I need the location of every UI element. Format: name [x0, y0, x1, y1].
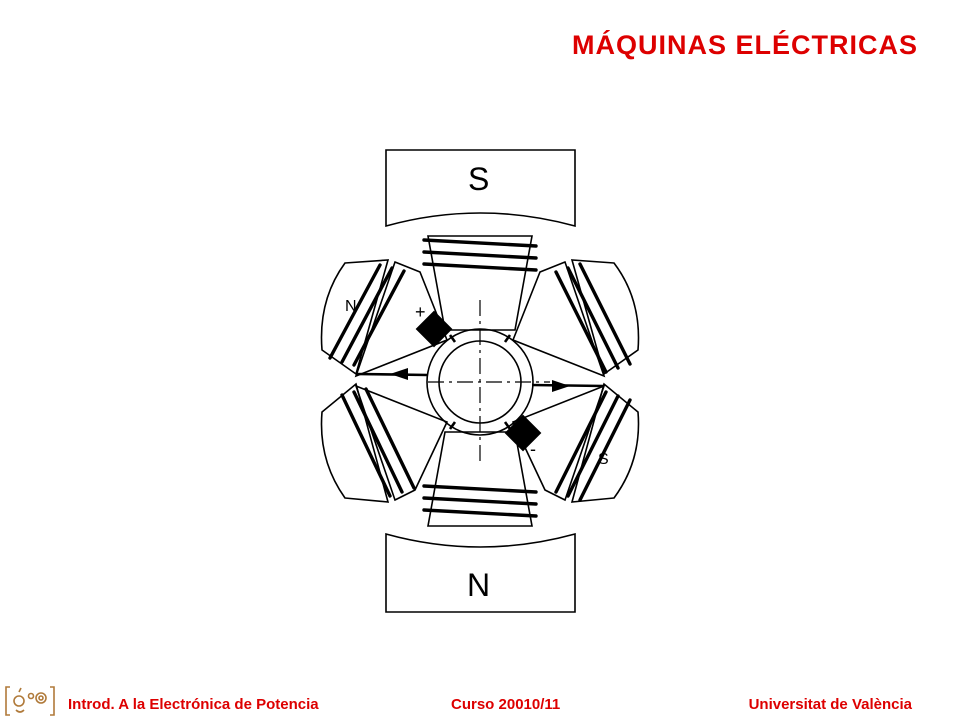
arrow-left-icon [390, 368, 408, 380]
pole-body-top [427, 235, 533, 331]
pole-shoe-right-lower [570, 382, 640, 503]
pole-shoe-right-upper [570, 259, 640, 376]
footer-course-name: Introd. A la Electrónica de Potencia [68, 696, 319, 713]
brush-negative [504, 414, 542, 452]
brush-positive-label: + [415, 302, 426, 322]
pole-shoe-left-upper [320, 259, 390, 376]
interpole-left-label: N [345, 298, 357, 315]
page-title: MÁQUINAS ELÉCTRICAS [571, 30, 918, 60]
brush-positive [415, 310, 453, 348]
pole-shoe-left-lower [320, 382, 390, 503]
footer-university: Universitat de València [748, 696, 912, 713]
university-logo-icon [5, 686, 55, 716]
arrow-right-icon [552, 380, 570, 392]
stator-top-label: S [468, 161, 489, 197]
brush-negative-label: - [530, 439, 536, 459]
stator-pole-top [385, 149, 576, 228]
interpole-right-label: S [598, 451, 609, 468]
stator-bottom-label: N [467, 567, 490, 603]
stator-pole-bottom [385, 532, 576, 613]
footer-course-year: Curso 20010/11 [451, 696, 561, 713]
footer: Introd. A la Electrónica de Potencia Cur… [0, 682, 960, 720]
pole-body-left-lower [354, 384, 449, 502]
